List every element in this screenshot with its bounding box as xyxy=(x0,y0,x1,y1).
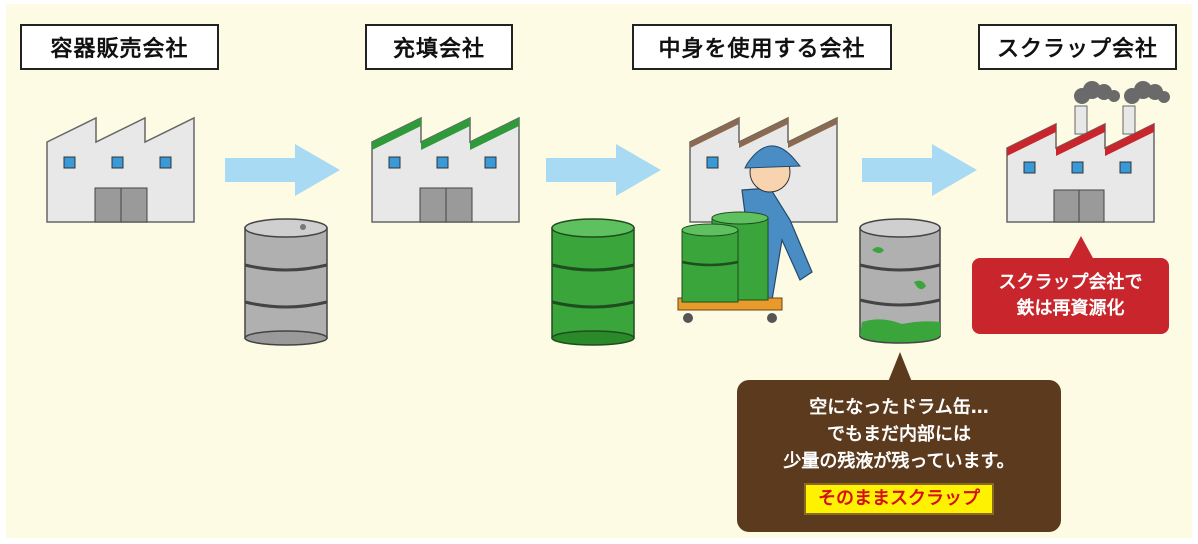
scrap-callout-line-2: 鉄は再資源化 xyxy=(1016,298,1125,319)
residue-callout-line-1: 空になったドラム缶… xyxy=(809,397,989,418)
full-drum-green-icon xyxy=(551,218,635,346)
residue-callout-line-2: でもまだ内部には xyxy=(827,424,971,445)
flow-arrow-1 xyxy=(225,144,340,196)
worker-with-drums-icon xyxy=(677,145,813,323)
scrap-as-is-highlight: そのままスクラップ xyxy=(804,483,994,515)
stage-label-user-company: 中身を使用する会社 xyxy=(632,24,892,70)
factory-icon-filling xyxy=(371,116,520,223)
empty-drum-gray-icon xyxy=(244,218,328,346)
residue-callout-pointer xyxy=(888,352,912,382)
stage-label-scrap: スクラップ会社 xyxy=(978,24,1177,70)
stage-label-container-sales: 容器販売会社 xyxy=(20,24,219,70)
scrap-recycle-callout: スクラップ会社で 鉄は再資源化 xyxy=(972,258,1169,334)
factory-icon-container-sales xyxy=(46,116,195,223)
smoke-icon xyxy=(1074,81,1170,104)
scrap-callout-line-1: スクラップ会社で xyxy=(998,272,1143,293)
residue-callout-line-3: 少量の残液が残っています。 xyxy=(783,451,1015,472)
stage-label-filling: 充填会社 xyxy=(365,24,513,70)
scrap-callout-pointer xyxy=(1068,236,1094,260)
flow-arrow-2 xyxy=(546,144,661,196)
factory-icon-scrap xyxy=(1006,81,1170,223)
flow-arrow-3 xyxy=(862,144,977,196)
residue-warning-callout: 空になったドラム缶… でもまだ内部には 少量の残液が残っています。 そのままスク… xyxy=(737,380,1061,532)
used-drum-residue-icon xyxy=(859,218,941,344)
